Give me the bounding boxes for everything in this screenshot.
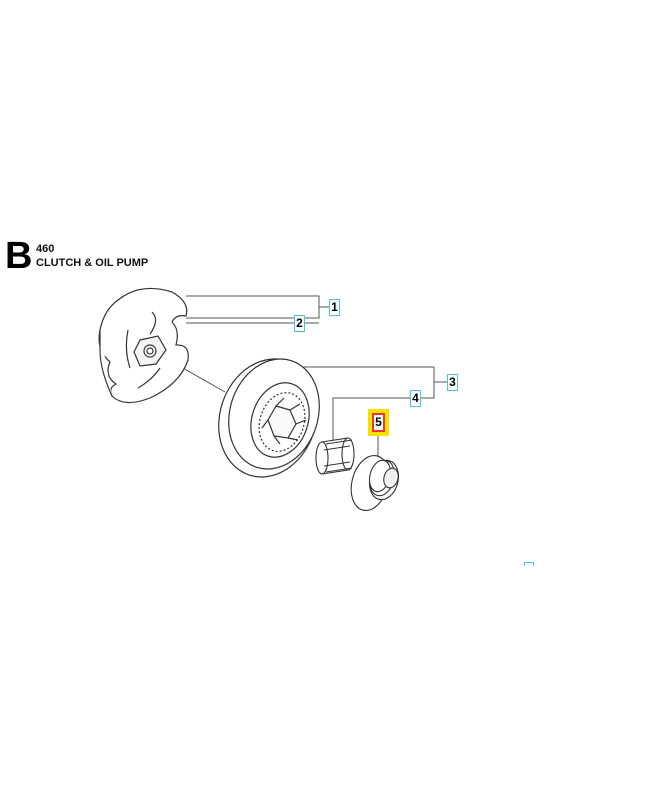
needle-bearing-icon [315,437,355,475]
leader-4 [332,397,410,450]
callout-4[interactable]: 4 [410,390,421,407]
clutch-icon [98,287,189,404]
callout-2[interactable]: 2 [294,315,305,332]
section-letter: B [5,235,33,277]
callout-1[interactable]: 1 [329,299,340,316]
diagram-title: CLUTCH & OIL PUMP [36,257,149,269]
model-number: 460 [36,243,55,255]
callout-3[interactable]: 3 [447,374,458,391]
clutch-drum-icon [218,358,320,478]
page-marker [524,562,534,566]
callout-5-selected[interactable]: 5 [368,409,389,436]
worm-gear-icon [350,455,400,511]
